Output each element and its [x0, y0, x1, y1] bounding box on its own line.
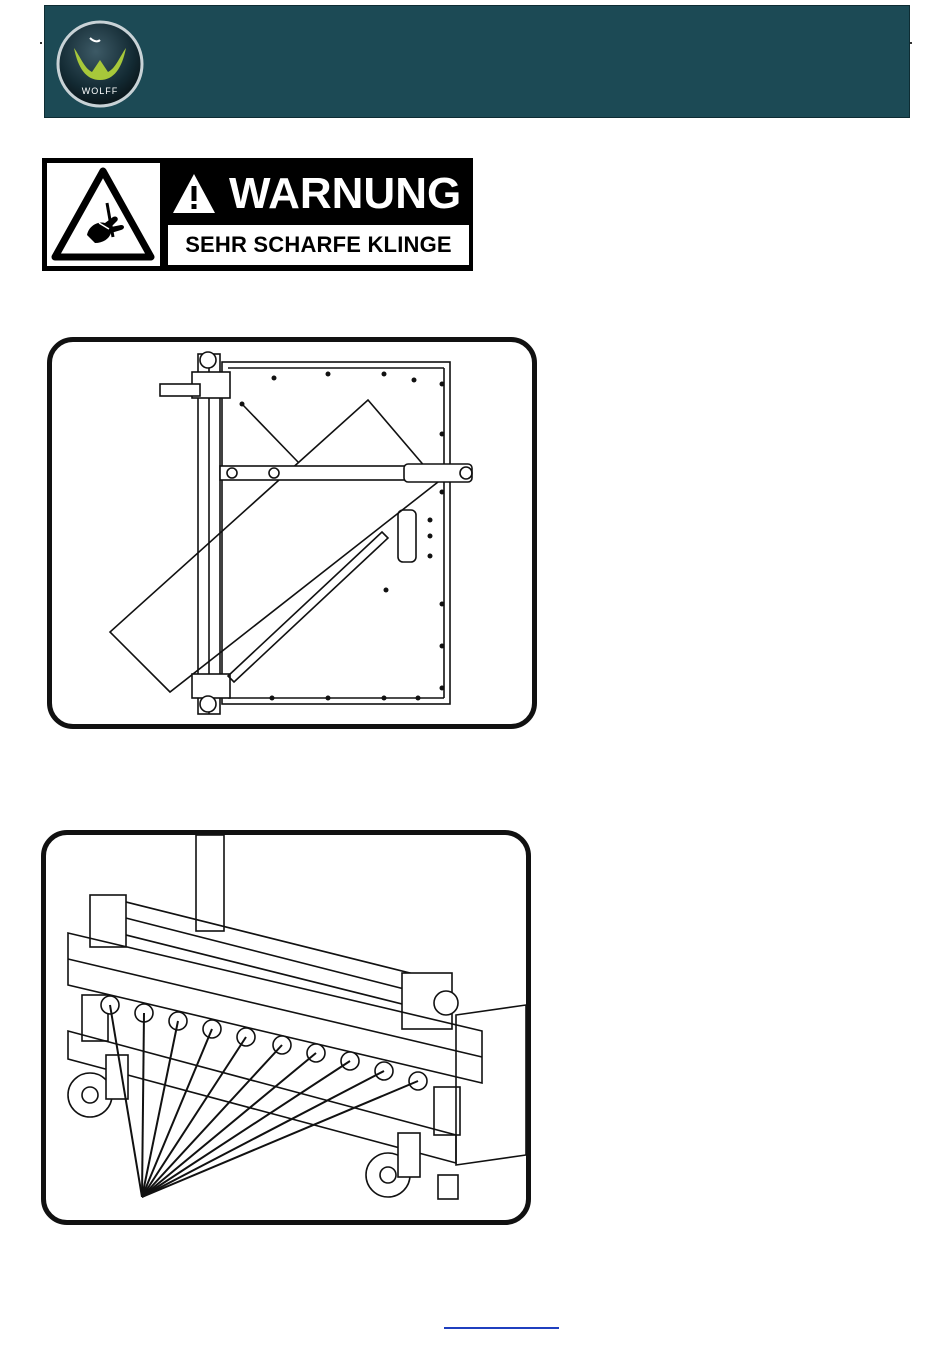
- hand-cut-blade-icon: [47, 163, 160, 266]
- figure-blade-frame: [47, 337, 537, 729]
- svg-text:WOLFF: WOLFF: [82, 86, 119, 96]
- footer-link[interactable]: [444, 1313, 559, 1329]
- header-dot-left: [40, 42, 42, 44]
- warning-sign: WARNUNG SEHR SCHARFE KLINGE: [42, 158, 473, 271]
- machine-underside-drawing: [46, 835, 526, 1220]
- header-bar: [44, 5, 910, 118]
- wolff-logo: WOLFF: [56, 20, 144, 108]
- header-dot-right: [910, 42, 912, 44]
- warning-pictogram: [47, 163, 160, 266]
- blade-frame-drawing: [52, 342, 532, 724]
- warning-message: SEHR SCHARFE KLINGE: [168, 225, 469, 265]
- warning-heading: WARNUNG: [167, 165, 467, 223]
- warning-heading-text: WARNUNG: [229, 165, 461, 223]
- warning-triangle-icon: [171, 171, 217, 217]
- figure-machine-underside: [41, 830, 531, 1225]
